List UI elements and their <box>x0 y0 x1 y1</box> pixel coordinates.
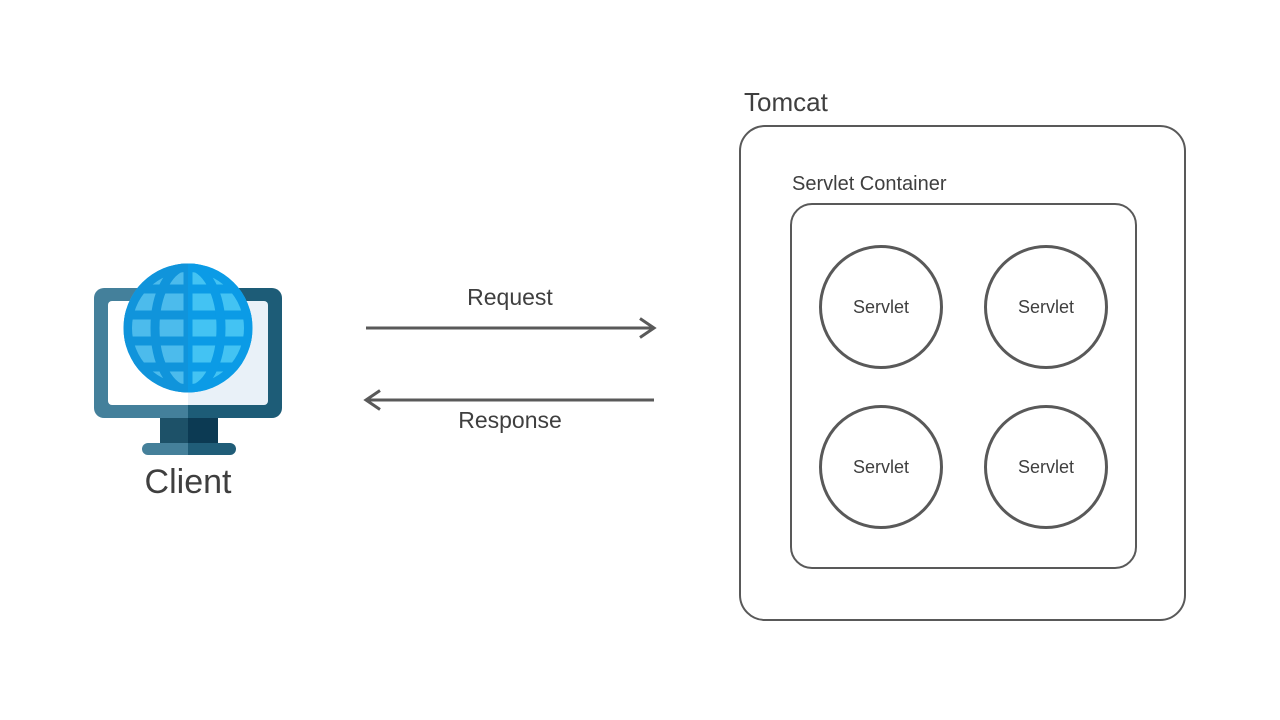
tomcat-label: Tomcat <box>744 87 828 117</box>
servlet-label: Servlet <box>852 296 910 317</box>
client-computer-globe-icon <box>93 255 283 455</box>
servlet-label: Servlet <box>1017 296 1075 317</box>
client-label: Client <box>144 463 232 501</box>
servlet-container-box <box>790 203 1137 569</box>
request-arrow <box>366 317 657 339</box>
servlet-node: Servlet <box>819 245 943 369</box>
request-label: Request <box>467 284 553 310</box>
tomcat-box <box>739 125 1186 621</box>
response-label: Response <box>458 407 562 433</box>
servlet-container-label: Servlet Container <box>792 173 947 195</box>
servlet-node: Servlet <box>819 405 943 529</box>
servlet-label: Servlet <box>1017 456 1075 477</box>
servlet-node: Servlet <box>984 245 1108 369</box>
servlet-node: Servlet <box>984 405 1108 529</box>
servlet-label: Servlet <box>852 456 910 477</box>
